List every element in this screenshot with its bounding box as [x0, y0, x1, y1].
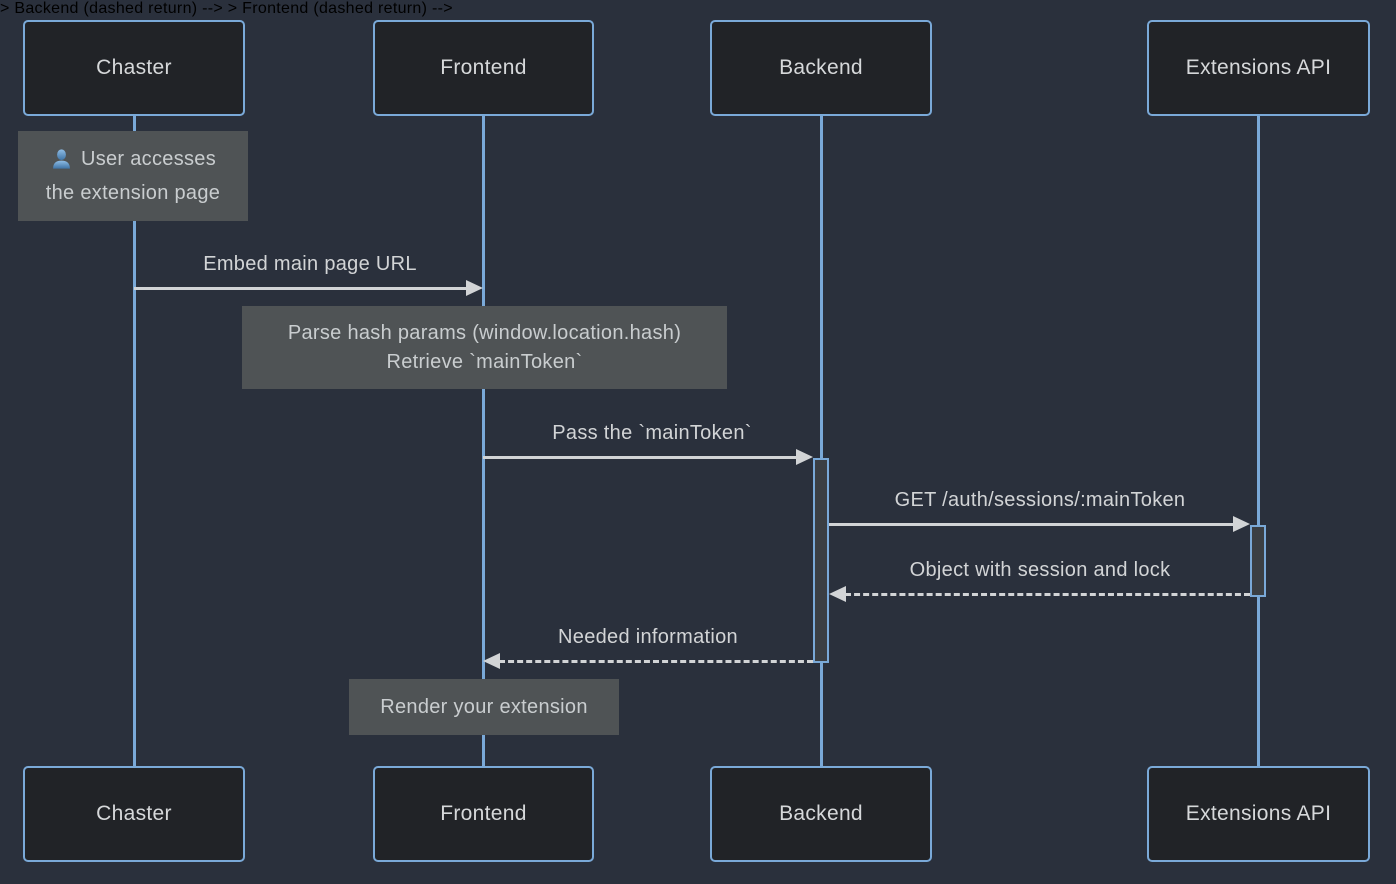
note-user-accesses: User accesses the extension page — [18, 131, 248, 221]
arrowhead-left-icon — [829, 586, 846, 602]
arrowhead-right-icon — [796, 449, 813, 465]
arrowhead-right-icon — [466, 280, 483, 296]
message-5-line — [499, 660, 813, 663]
activation-extensions-api — [1250, 525, 1266, 597]
message-3-line — [829, 523, 1234, 526]
arrowhead-right-icon — [1233, 516, 1250, 532]
actor-bottom-frontend: Frontend — [373, 766, 594, 862]
actor-label: Chaster — [96, 56, 172, 79]
message-2-label: Pass the `mainToken` — [552, 422, 752, 444]
note-text: Render your extension — [380, 696, 588, 718]
message-1-line — [134, 287, 467, 290]
lifeline-frontend — [482, 116, 485, 766]
actor-label: Backend — [779, 802, 863, 825]
note-text: Parse hash params (window.location.hash) — [287, 321, 682, 344]
arrowhead-left-icon — [483, 653, 500, 669]
actor-top-chaster: Chaster — [23, 20, 245, 116]
activation-backend — [813, 458, 829, 663]
message-2-line — [483, 456, 797, 459]
note-text: the extension page — [45, 182, 221, 204]
message-5-label: Needed information — [558, 626, 738, 648]
actor-bottom-backend: Backend — [710, 766, 932, 862]
message-4-label: Object with session and lock — [909, 559, 1171, 581]
actor-top-frontend: Frontend — [373, 20, 594, 116]
actor-label: Frontend — [440, 802, 527, 825]
actor-bottom-extensions-api: Extensions API — [1147, 766, 1370, 862]
actor-top-extensions-api: Extensions API — [1147, 20, 1370, 116]
message-1-label: Embed main page URL — [203, 253, 417, 275]
message-3-label: GET /auth/sessions/:mainToken — [894, 489, 1186, 511]
actor-label: Extensions API — [1185, 56, 1332, 79]
actor-bottom-chaster: Chaster — [23, 766, 245, 862]
note-render-extension: Render your extension — [349, 679, 619, 735]
lifeline-extensions-api — [1257, 116, 1260, 766]
actor-label: Chaster — [96, 802, 172, 825]
actor-label: Extensions API — [1185, 802, 1332, 825]
note-parse-hash-params: Parse hash params (window.location.hash)… — [242, 306, 727, 389]
message-4-line — [845, 593, 1250, 596]
user-icon — [50, 148, 73, 171]
lifeline-backend — [820, 116, 823, 766]
actor-top-backend: Backend — [710, 20, 932, 116]
note-text: User accesses — [80, 148, 217, 170]
note-text: Retrieve `mainToken` — [386, 350, 583, 373]
actor-label: Frontend — [440, 56, 527, 79]
actor-label: Backend — [779, 56, 863, 79]
lifeline-chaster — [133, 116, 136, 766]
